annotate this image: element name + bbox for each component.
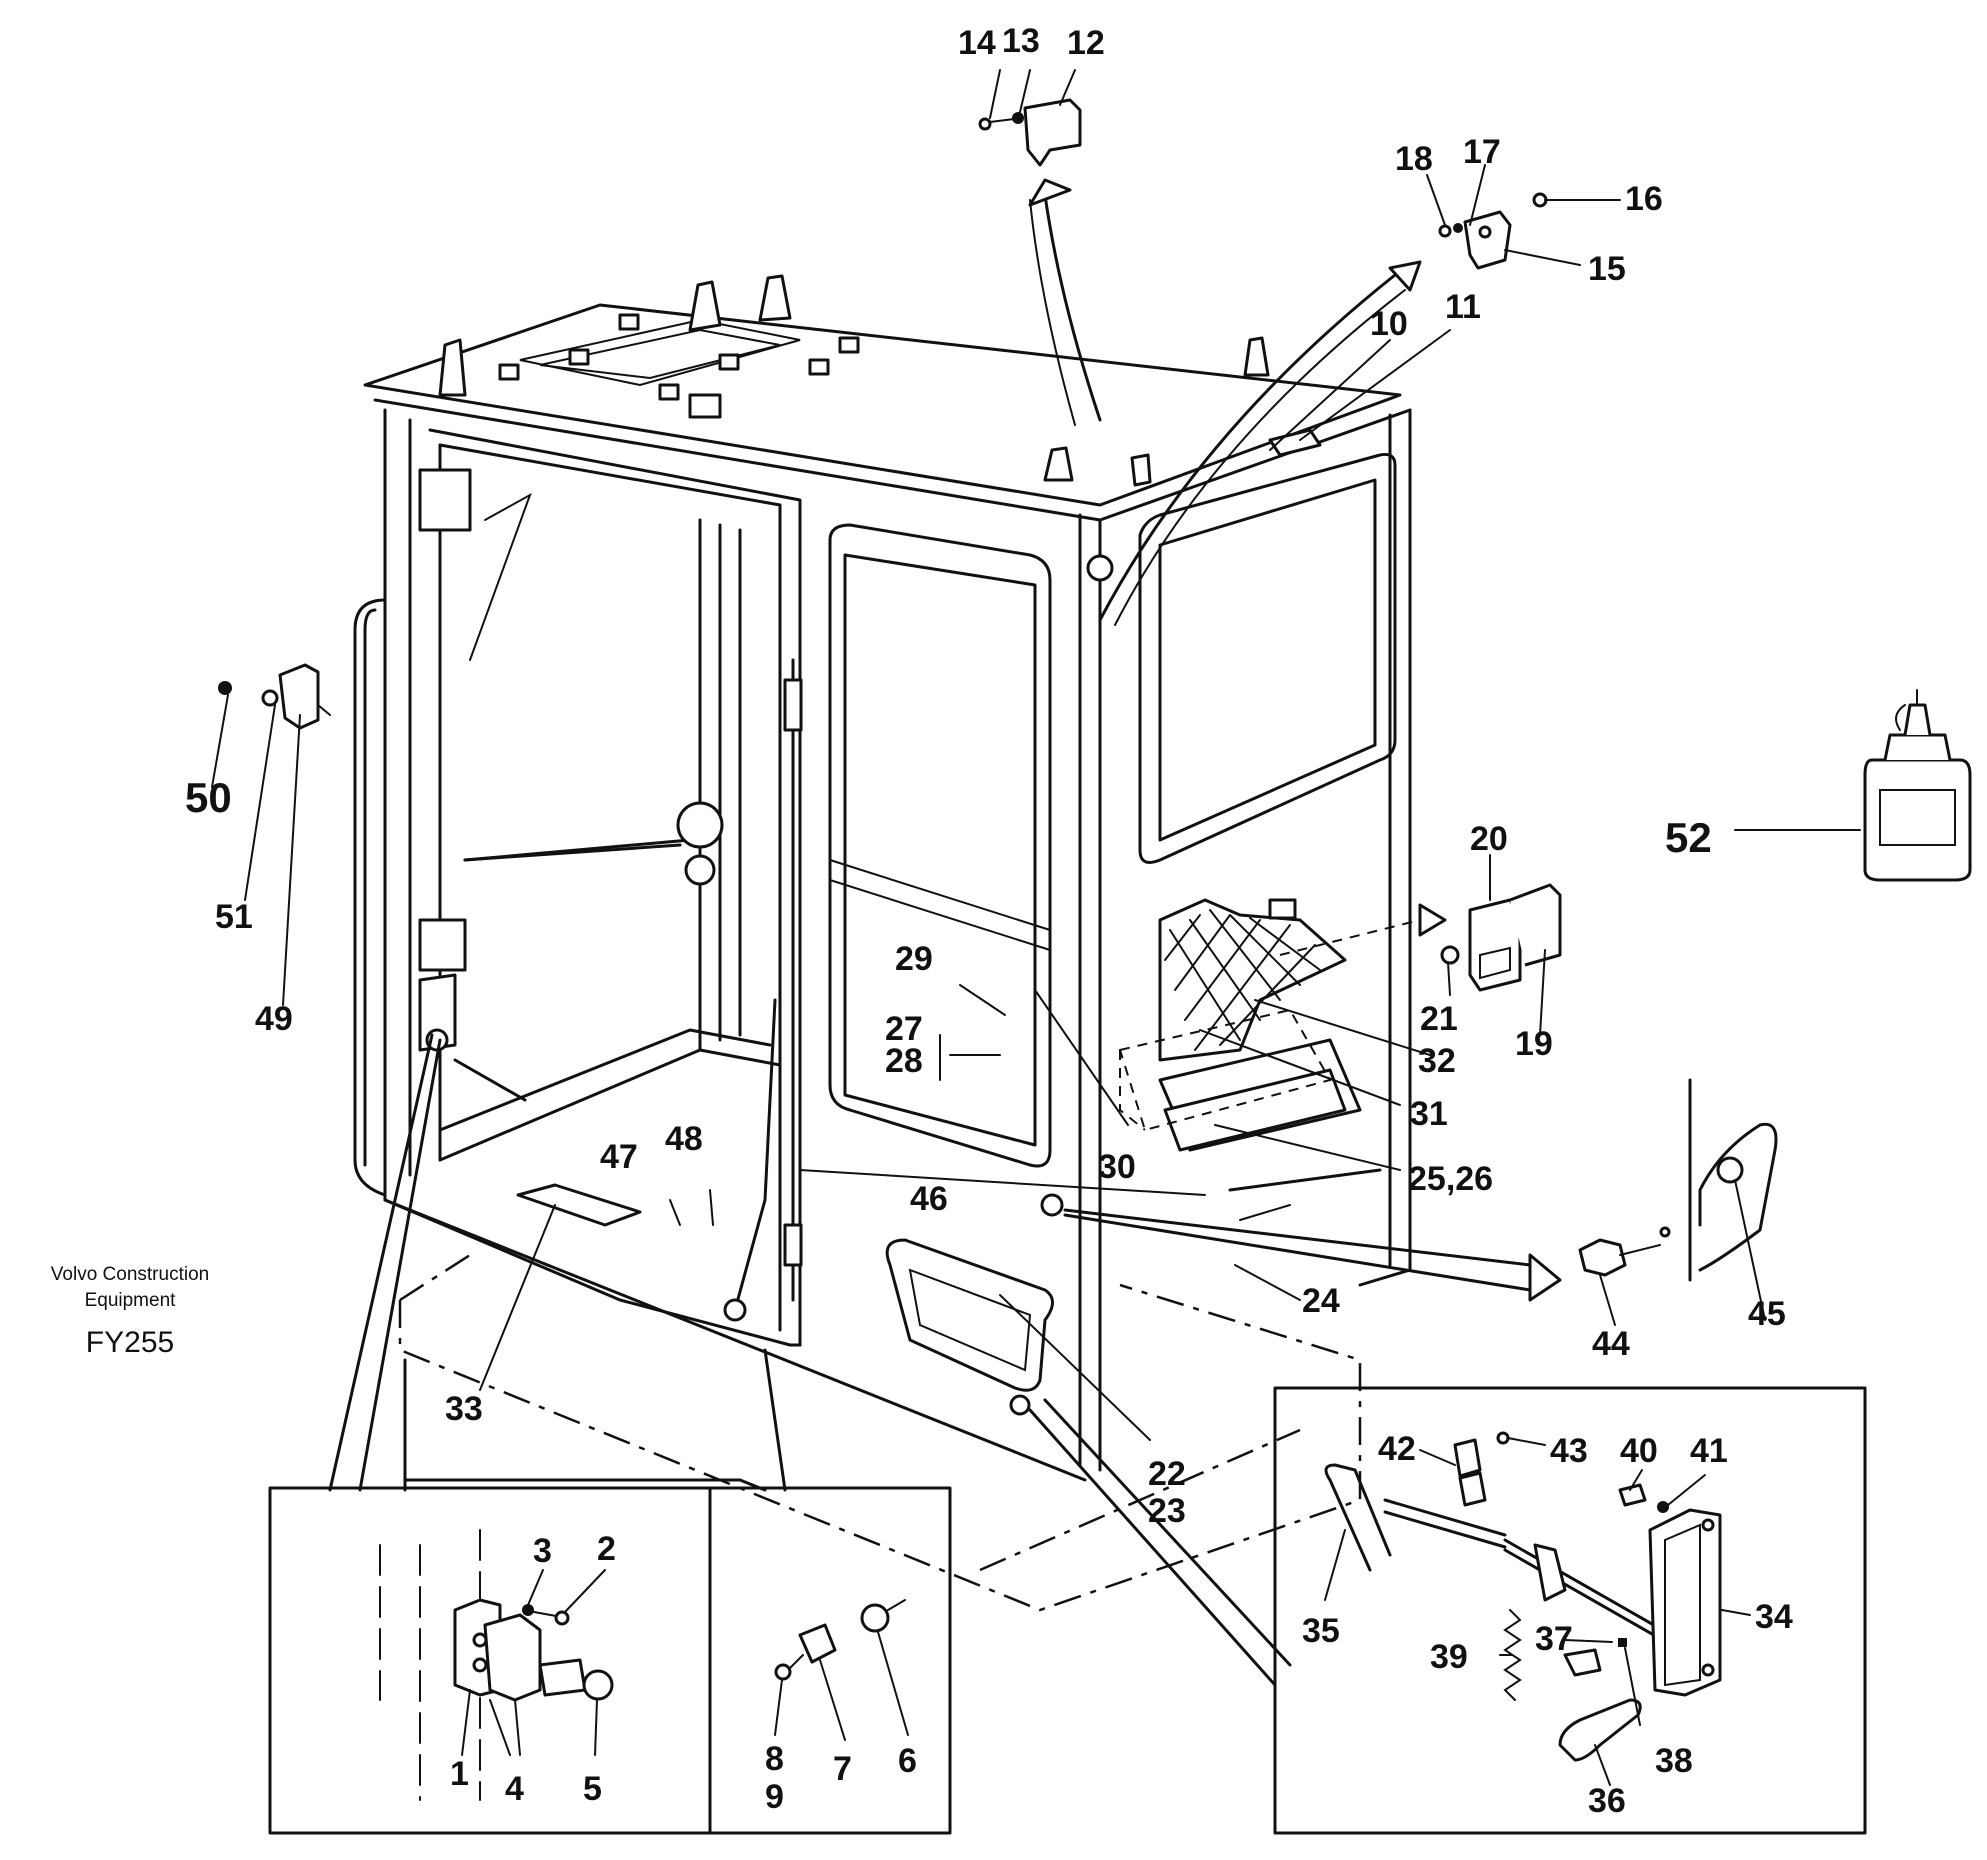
- label-24: 24: [1302, 1282, 1340, 1320]
- label-41: 41: [1690, 1432, 1728, 1470]
- label-17: 17: [1463, 133, 1501, 171]
- label-45: 45: [1748, 1295, 1786, 1333]
- label-32: 32: [1418, 1042, 1456, 1080]
- label-34: 34: [1755, 1598, 1793, 1636]
- inset-detail-hinge: [268, 1033, 952, 1835]
- label-18: 18: [1395, 140, 1433, 178]
- label-9: 9: [765, 1778, 784, 1816]
- label-4: 4: [505, 1770, 524, 1808]
- label-43: 43: [1550, 1432, 1588, 1470]
- label-28: 28: [885, 1042, 923, 1080]
- label-16: 16: [1625, 180, 1663, 218]
- label-44: 44: [1592, 1325, 1630, 1363]
- cab-body: [353, 274, 1412, 1612]
- label-37: 37: [1535, 1620, 1573, 1658]
- label-22: 22: [1148, 1455, 1186, 1493]
- label-47: 47: [600, 1138, 638, 1176]
- label-42: 42: [1378, 1430, 1416, 1468]
- label-12: 12: [1067, 24, 1105, 62]
- label-15: 15: [1588, 250, 1626, 288]
- label-40: 40: [1620, 1432, 1658, 1470]
- caption-drawing-code: FY255: [86, 1326, 174, 1359]
- caption-company-line2: Equipment: [85, 1290, 177, 1311]
- label-10: 10: [1370, 305, 1408, 343]
- label-50: 50: [185, 774, 232, 821]
- label-36: 36: [1588, 1782, 1626, 1820]
- label-52: 52: [1665, 814, 1712, 861]
- label-38: 38: [1655, 1742, 1693, 1780]
- label-1: 1: [450, 1755, 469, 1793]
- label-13: 13: [1002, 22, 1040, 60]
- label-3: 3: [533, 1532, 552, 1570]
- label-46: 46: [910, 1180, 948, 1218]
- label-31: 31: [1410, 1095, 1448, 1133]
- label-25-26: 25,26: [1408, 1160, 1493, 1198]
- label-6: 6: [898, 1742, 917, 1780]
- caption-block: Volvo Construction Equipment FY255: [51, 1264, 209, 1359]
- caption-company-line1: Volvo Construction: [51, 1264, 209, 1285]
- label-30: 30: [1098, 1148, 1136, 1186]
- label-14: 14: [958, 24, 996, 62]
- arrows: [1028, 178, 1562, 1302]
- leader-lines: [211, 69, 1861, 1786]
- detached-parts: [218, 98, 1972, 1282]
- label-19: 19: [1515, 1025, 1553, 1063]
- label-33: 33: [445, 1390, 483, 1428]
- label-7: 7: [833, 1750, 852, 1788]
- hinge-plate-12: [1023, 98, 1082, 167]
- label-20: 20: [1470, 820, 1508, 858]
- label-2: 2: [597, 1530, 616, 1568]
- label-29: 29: [895, 940, 933, 978]
- label-21: 21: [1420, 1000, 1458, 1038]
- label-8: 8: [765, 1740, 784, 1778]
- label-27: 27: [885, 1010, 923, 1048]
- inset-detail-lock: [1028, 1386, 1867, 1835]
- label-48: 48: [665, 1120, 703, 1158]
- label-23: 23: [1148, 1492, 1186, 1530]
- label-5: 5: [583, 1770, 602, 1808]
- label-35: 35: [1302, 1612, 1340, 1650]
- label-49: 49: [255, 1000, 293, 1038]
- label-11: 11: [1445, 288, 1481, 326]
- label-39: 39: [1430, 1638, 1468, 1676]
- part-labels: 14 13 12 18 17 16 15 11 10 20 52 29 21 1…: [185, 22, 1793, 1820]
- label-51: 51: [215, 898, 253, 936]
